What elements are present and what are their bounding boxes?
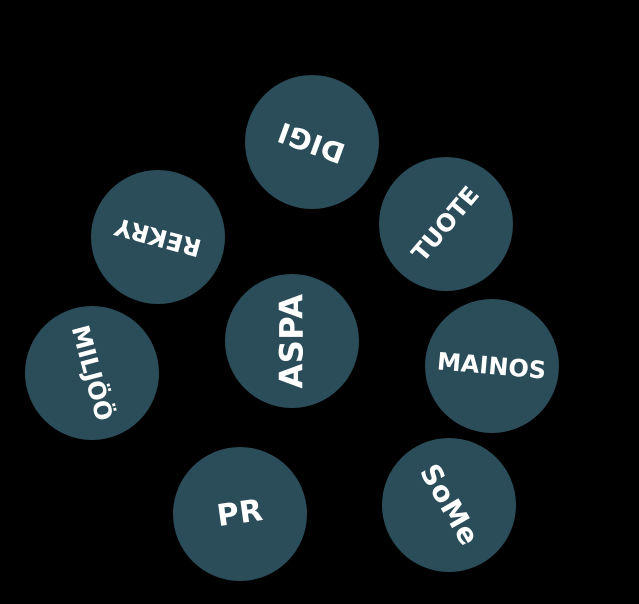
bubble-label-aspa: ASPA [273,293,311,389]
bubble-mainos[interactable]: MAINOS [425,299,559,433]
bubble-miljoo[interactable]: MILJÖÖ [25,306,159,440]
bubble-digi[interactable]: DIGI [245,75,379,209]
bubble-pr[interactable]: PR [173,447,307,581]
bubble-some[interactable]: SoMe [382,438,516,572]
bubble-aspa[interactable]: ASPA [225,274,359,408]
bubble-rekry[interactable]: REKRY [91,170,225,304]
bubble-label-mainos: MAINOS [436,347,548,385]
bubble-label-tuote: TUOTE [406,180,486,268]
bubble-tuote[interactable]: TUOTE [379,157,513,291]
bubble-label-digi: DIGI [273,115,350,170]
bubble-label-pr: PR [214,492,266,535]
bubble-label-rekry: REKRY [111,212,205,262]
bubble-label-miljoo: MILJÖÖ [65,322,119,424]
bubble-label-some: SoMe [413,458,486,552]
